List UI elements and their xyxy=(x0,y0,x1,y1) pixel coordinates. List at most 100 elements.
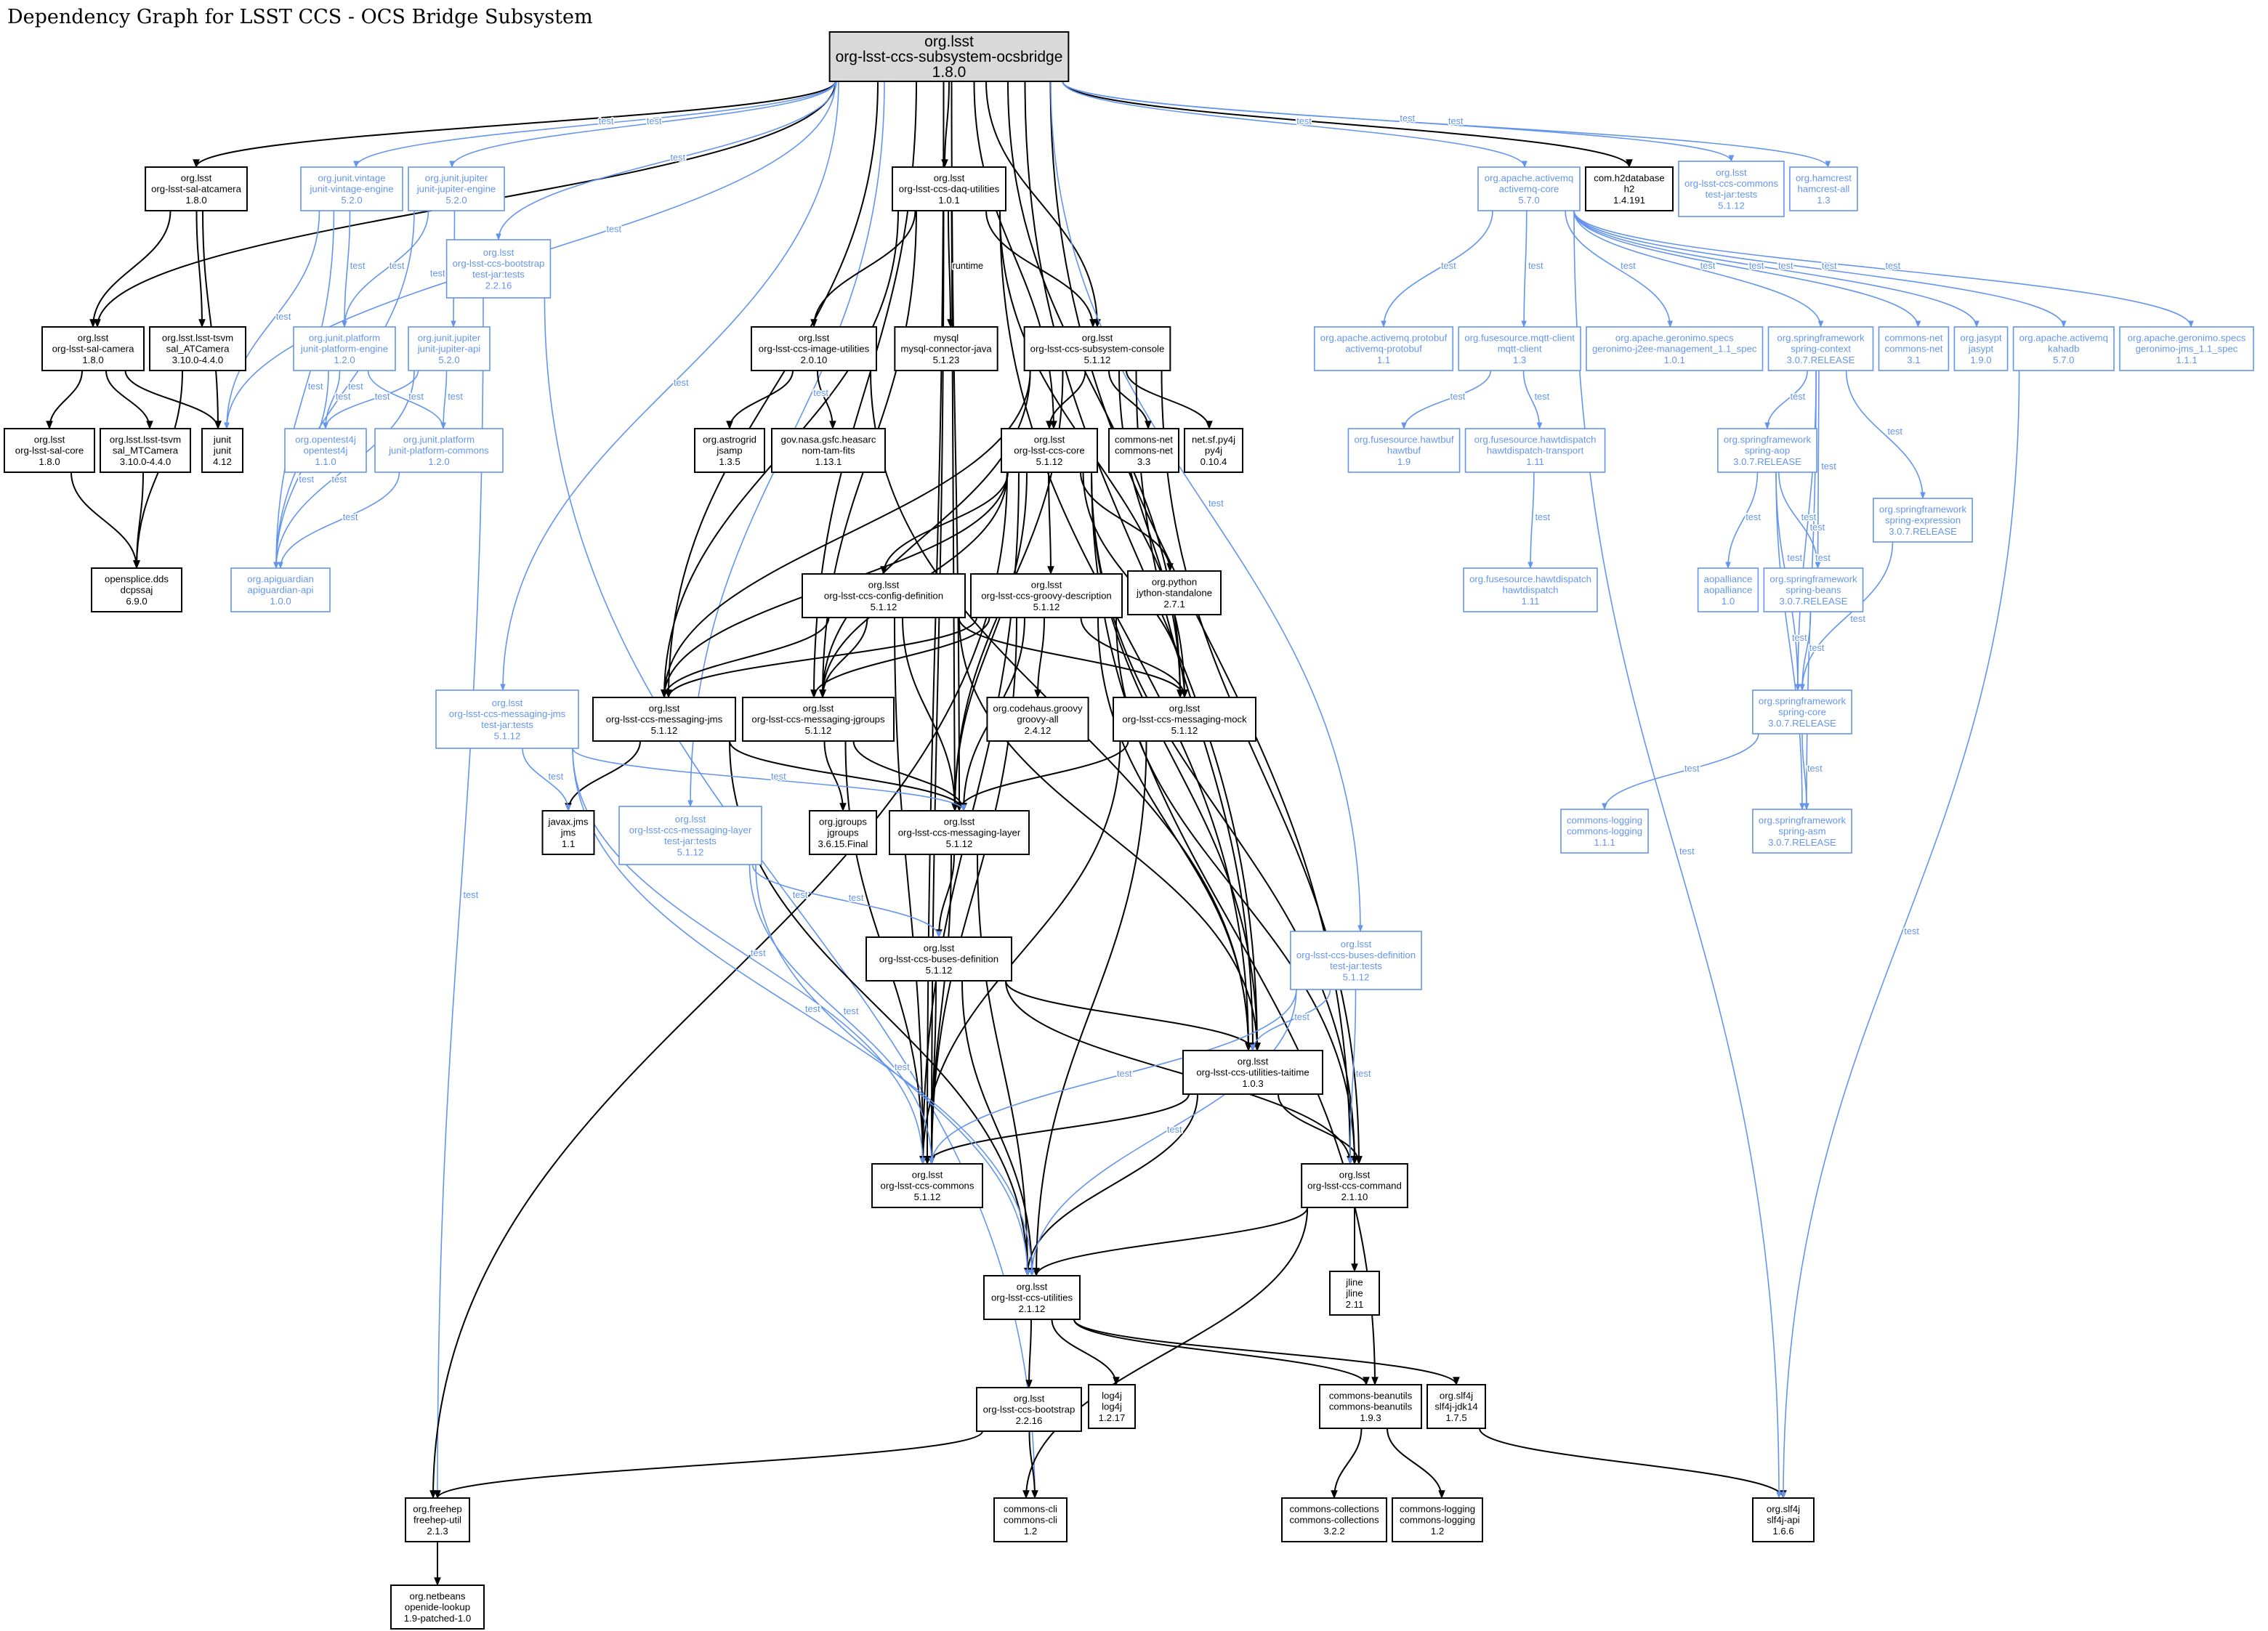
node-jupeng[interactable]: org.junit.jupiterjunit-jupiter-engine5.2… xyxy=(408,166,505,211)
node-gerjms[interactable]: org.apache.geronimo.specsgeronimo-jms_1.… xyxy=(2119,326,2254,371)
edge-busesdef-to-taitime xyxy=(1005,980,1256,1052)
node-configdef[interactable]: org.lsstorg-lsst-ccs-config-definition5.… xyxy=(802,573,966,618)
node-msglayer[interactable]: org.lsstorg-lsst-ccs-messaging-layer5.1.… xyxy=(889,810,1030,855)
node-msgmock[interactable]: org.lsstorg-lsst-ccs-messaging-mock5.1.1… xyxy=(1113,697,1256,742)
node-springbeans[interactable]: org.springframeworkspring-beans3.0.7.REL… xyxy=(1763,567,1864,612)
node-busesdef[interactable]: org.lsstorg-lsst-ccs-buses-definition5.1… xyxy=(865,936,1012,982)
edge-activemq-to-springctx xyxy=(1573,210,1824,328)
node-group-id: mysql xyxy=(934,332,959,343)
node-layertest[interactable]: org.lsstorg-lsst-ccs-messaging-layertest… xyxy=(618,806,762,865)
node-busestest[interactable]: org.lsstorg-lsst-ccs-buses-definitiontes… xyxy=(1290,931,1422,990)
node-version: 2.11 xyxy=(1346,1299,1364,1310)
node-springasm[interactable]: org.springframeworkspring-asm3.0.7.RELEA… xyxy=(1752,809,1852,854)
edge-root-to-msgjms xyxy=(665,81,879,699)
edge-configdef-to-msglayer xyxy=(902,617,959,812)
node-box xyxy=(374,428,504,473)
node-box xyxy=(4,428,95,473)
node-springaop[interactable]: org.springframeworkspring-aop3.0.7.RELEA… xyxy=(1717,428,1817,473)
node-artifact-id: nom-tam-fits xyxy=(802,445,855,456)
edge-label: test xyxy=(1886,260,1901,271)
node-box xyxy=(91,567,182,612)
node-platcommons[interactable]: org.junit.platformjunit-platform-commons… xyxy=(374,428,504,473)
edge-label: test xyxy=(1810,522,1825,533)
edge-mqtt-to-hawtbuf xyxy=(1401,370,1492,429)
node-hdtransport[interactable]: org.fusesource.hawtdispatchhawtdispatch-… xyxy=(1464,428,1606,473)
node-console[interactable]: org.lsstorg-lsst-ccs-subsystem-console5.… xyxy=(1023,326,1171,371)
edge-label: test xyxy=(1528,260,1543,271)
node-commonstest[interactable]: org.lsstorg-lsst-ccs-commonstest-jar:tes… xyxy=(1678,161,1785,217)
edge-label: test xyxy=(599,116,614,126)
node-gerj2ee[interactable]: org.apache.geronimo.specsgeronimo-j2ee-m… xyxy=(1586,326,1764,371)
node-version: 3.0.7.RELEASE xyxy=(1787,355,1855,365)
node-tsvmat[interactable]: org.lsst.lsst-tsvmsal_ATCamera3.10.0-4.4… xyxy=(149,326,246,371)
node-root[interactable]: org.lsstorg-lsst-ccs-subsystem-ocsbridge… xyxy=(828,31,1070,82)
node-version: 1.9.0 xyxy=(1970,355,1991,365)
node-box xyxy=(809,810,877,855)
node-version: 1.1 xyxy=(1377,355,1390,365)
node-groovydesc[interactable]: org.lsstorg-lsst-ccs-groovy-description5… xyxy=(970,573,1123,618)
node-springctx[interactable]: org.springframeworkspring-context3.0.7.R… xyxy=(1767,326,1874,371)
node-jmstest[interactable]: org.lsstorg-lsst-ccs-messaging-jmstest-j… xyxy=(435,689,579,749)
node-version: 5.7.0 xyxy=(1518,195,1539,206)
node-group-id: org.lsst xyxy=(78,332,109,343)
node-springexpr[interactable]: org.springframeworkspring-expression3.0.… xyxy=(1873,498,1973,543)
node-plateng[interactable]: org.junit.platformjunit-platform-engine1… xyxy=(293,326,396,371)
node-ccollections[interactable]: commons-collectionscommons-collections3.… xyxy=(1281,1497,1387,1542)
node-imageutil[interactable]: org.lsstorg-lsst-ccs-image-utilities2.0.… xyxy=(751,326,877,371)
node-netbeans[interactable]: org.netbeansopenide-lookup1.9-patched-1.… xyxy=(390,1585,485,1630)
node-springcore[interactable]: org.springframeworkspring-core3.0.7.RELE… xyxy=(1752,689,1852,734)
node-box xyxy=(771,428,886,473)
node-msgjgroups[interactable]: org.lsstorg-lsst-ccs-messaging-jgroups5.… xyxy=(742,697,895,742)
node-boottest[interactable]: org.lsstorg-lsst-ccs-bootstraptest-jar:t… xyxy=(445,239,552,299)
node-tsvmmt[interactable]: org.lsst.lsst-tsvmsal_MTCamera3.10.0-4.4… xyxy=(100,428,191,473)
node-taitime[interactable]: org.lsstorg-lsst-ccs-utilities-taitime1.… xyxy=(1182,1050,1323,1095)
node-vintage[interactable]: org.junit.vintagejunit-vintage-engine5.2… xyxy=(300,166,403,211)
edge-kahadb-to-slf4japi xyxy=(1780,370,2020,1499)
node-protobuf[interactable]: org.apache.activemq.protobufactivemq-pro… xyxy=(1313,326,1454,371)
node-version: 1.4.191 xyxy=(1613,195,1645,206)
node-hawtdispatch[interactable]: org.fusesource.hawtdispatchhawtdispatch1… xyxy=(1463,567,1598,612)
